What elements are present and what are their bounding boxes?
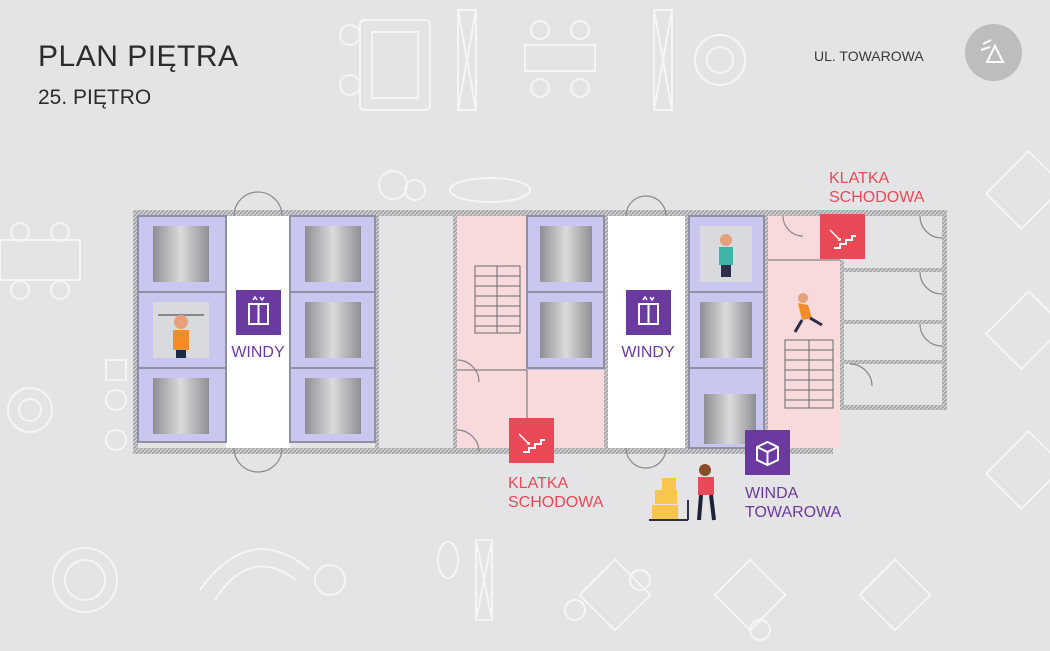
freight-label-line1: WINDA	[745, 485, 799, 502]
elevator-zone-center	[526, 215, 765, 449]
elevators-left-label: WINDY	[231, 344, 285, 361]
stairs-zone-left	[457, 216, 604, 448]
background-furniture	[0, 9, 1050, 641]
person-icon	[174, 315, 188, 329]
worker-illustration	[649, 464, 716, 521]
street-name: UL. TOWAROWA	[814, 48, 924, 64]
stairs-bottom-label-line1: KLATKA	[508, 475, 569, 492]
elevator-icon	[236, 290, 281, 335]
elevators-center-label: WINDY	[621, 344, 675, 361]
stairs-icon	[509, 418, 554, 463]
compass-triangle-icon	[965, 24, 1022, 81]
stairs-top-label: KLATKA SCHODOWA	[829, 169, 924, 207]
floor-number: 25. PIĘTRO	[38, 86, 152, 109]
stairs-bottom-label: KLATKA SCHODOWA	[508, 474, 603, 512]
elevator-icon	[626, 290, 671, 335]
stairs-top-label-line2: SCHODOWA	[829, 189, 925, 206]
page-title: PLAN PIĘTRA	[38, 40, 239, 73]
freight-elevator-label: WINDA TOWAROWA	[745, 484, 841, 522]
stairs-bottom-label-line2: SCHODOWA	[508, 494, 604, 511]
building-walls	[133, 210, 947, 454]
freight-label-line2: TOWAROWA	[745, 504, 842, 521]
stairs-top-label-line1: KLATKA	[829, 170, 890, 187]
box-icon	[745, 430, 790, 475]
stairs-icon	[820, 214, 865, 259]
